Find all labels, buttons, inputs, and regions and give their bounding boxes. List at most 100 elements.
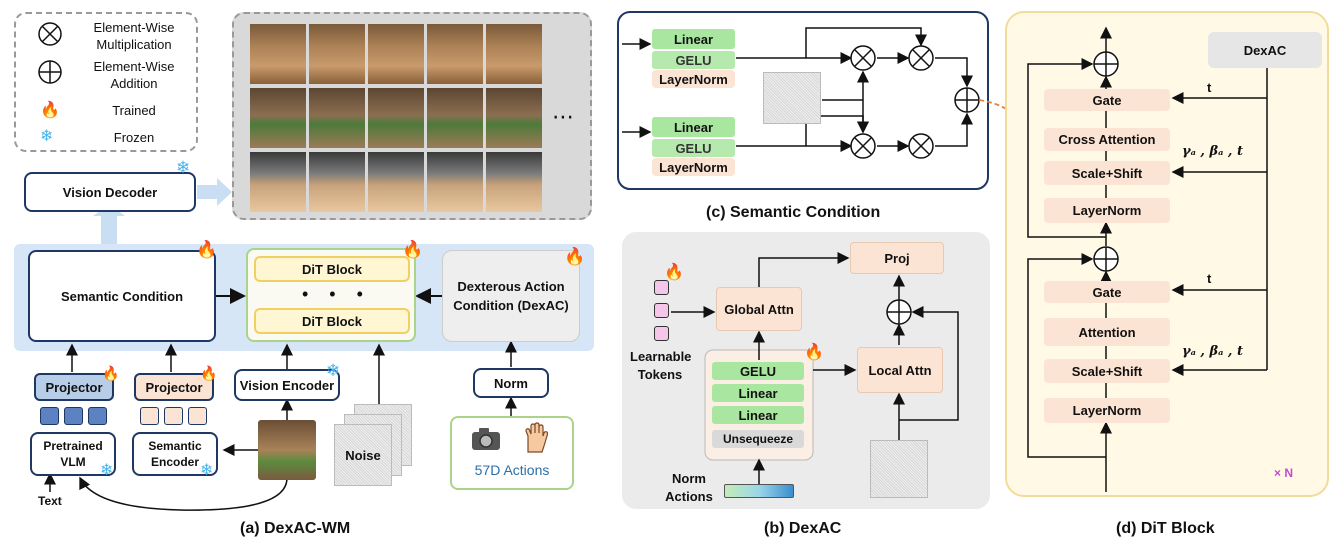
semantic-condition-block: Semantic Condition (28, 250, 216, 342)
cross-attention-block: Cross Attention (1044, 128, 1170, 151)
vision-decoder-block: Vision Decoder (24, 172, 196, 212)
token-square (40, 407, 59, 425)
scale-shift-block-1: Scale+Shift (1044, 161, 1170, 185)
noise-image (870, 440, 928, 498)
proj-block: Proj (850, 242, 944, 274)
caption-b: (b) DexAC (764, 520, 842, 537)
snowflake-icon: ❄ (200, 462, 214, 479)
norm-block: Norm (473, 368, 549, 398)
unsqueeze-block: Unsequeeze (712, 430, 804, 448)
token-square (88, 407, 107, 425)
camera-icon (472, 428, 500, 450)
flame-icon: 🔥 (196, 240, 218, 259)
flame-icon: 🔥 (402, 240, 424, 259)
norm-actions-bar (724, 484, 794, 498)
noise-image: Noise (334, 424, 392, 486)
noise-image (763, 72, 821, 124)
caption-a: (a) DexAC-WM (240, 520, 351, 537)
learnable-token (654, 326, 669, 341)
hand-icon (525, 422, 549, 453)
flame-icon: 🔥 (40, 102, 60, 119)
layernorm-block-2: LayerNorm (1044, 398, 1170, 423)
legend-trained: Trained (112, 103, 156, 118)
dexac-block: DexAC (1208, 32, 1322, 68)
flame-icon: 🔥 (804, 344, 824, 361)
norm-actions-label: Norm Actions (665, 471, 713, 504)
snowflake-icon: ❄ (176, 158, 191, 177)
flame-icon: 🔥 (564, 247, 586, 266)
params-label: γₐ , βₐ , t (1182, 344, 1243, 359)
learnable-tokens-label: Learnable Tokens (630, 349, 692, 382)
linear-block-2: Linear (712, 406, 804, 424)
token-square (164, 407, 183, 425)
video-frame (368, 24, 424, 84)
projector-semantic: Projector (134, 373, 214, 401)
pretrained-vlm-block: Pretrained VLM (30, 432, 116, 476)
vision-encoder-block: Vision Encoder (234, 369, 340, 401)
video-frame (486, 152, 542, 212)
dexac-condition-block: Dexterous Action Condition (DexAC) (442, 250, 580, 342)
caption-d: (d) DiT Block (1116, 520, 1215, 537)
layernorm-bottom: LayerNorm (652, 158, 735, 176)
learnable-token (654, 280, 669, 295)
video-frame (427, 152, 483, 212)
flame-icon: 🔥 (200, 365, 218, 381)
gelu-block: GELU (712, 362, 804, 380)
t-label: t (1207, 271, 1212, 286)
snowflake-icon: ❄ (326, 361, 341, 380)
snowflake-icon: ❄ (40, 128, 54, 145)
t-label: t (1207, 80, 1212, 95)
token-square (140, 407, 159, 425)
legend-box (14, 12, 198, 152)
local-attn-block: Local Attn (857, 347, 943, 393)
legend-frozen: Frozen (113, 130, 155, 145)
global-attn-block: Global Attn (716, 287, 802, 331)
dit-block-2: DiT Block (254, 308, 410, 334)
token-square (64, 407, 83, 425)
flame-icon: 🔥 (102, 365, 120, 381)
linear-bottom: Linear (652, 117, 735, 137)
layernorm-block-1: LayerNorm (1044, 198, 1170, 223)
flame-icon: 🔥 (664, 264, 684, 281)
multiply-icon (38, 22, 62, 46)
input-image (258, 420, 316, 480)
gelu-bottom: GELU (652, 139, 735, 157)
video-frame (486, 24, 542, 84)
video-frame (250, 152, 306, 212)
params-label: γₐ , βₐ , t (1182, 144, 1243, 159)
gate-block-2: Gate (1044, 281, 1170, 303)
actions-label: 57D Actions (474, 462, 550, 478)
video-frame (309, 24, 365, 84)
dit-dots: • • • (302, 284, 371, 304)
projector-vlm: Projector (34, 373, 114, 401)
scale-shift-block-2: Scale+Shift (1044, 359, 1170, 383)
video-frame (486, 88, 542, 148)
video-frame (309, 88, 365, 148)
semantic-encoder-block: Semantic Encoder (132, 432, 218, 476)
snowflake-icon: ❄ (100, 462, 114, 479)
video-frame (250, 24, 306, 84)
video-frame (309, 152, 365, 212)
repeat-n-label: × N (1274, 466, 1294, 480)
noise-label: Noise (345, 447, 381, 463)
token-square (188, 407, 207, 425)
actions-box (450, 416, 574, 490)
linear-top: Linear (652, 29, 735, 49)
video-frame (368, 88, 424, 148)
gate-block-1: Gate (1044, 89, 1170, 111)
attention-block: Attention (1044, 318, 1170, 346)
frames-ellipsis: ⋯ (552, 104, 574, 129)
add-icon (38, 60, 62, 84)
video-frame (427, 24, 483, 84)
dit-block-1: DiT Block (254, 256, 410, 282)
legend-addition: Element-Wise Addition (93, 59, 175, 91)
video-frame (427, 88, 483, 148)
gelu-top: GELU (652, 51, 735, 69)
learnable-token (654, 303, 669, 318)
caption-c: (c) Semantic Condition (706, 204, 881, 221)
layernorm-top: LayerNorm (652, 70, 735, 88)
video-frame (250, 88, 306, 148)
linear-block-1: Linear (712, 384, 804, 402)
legend-multiplication: Element-Wise Multiplication (93, 20, 175, 52)
video-frame (368, 152, 424, 212)
